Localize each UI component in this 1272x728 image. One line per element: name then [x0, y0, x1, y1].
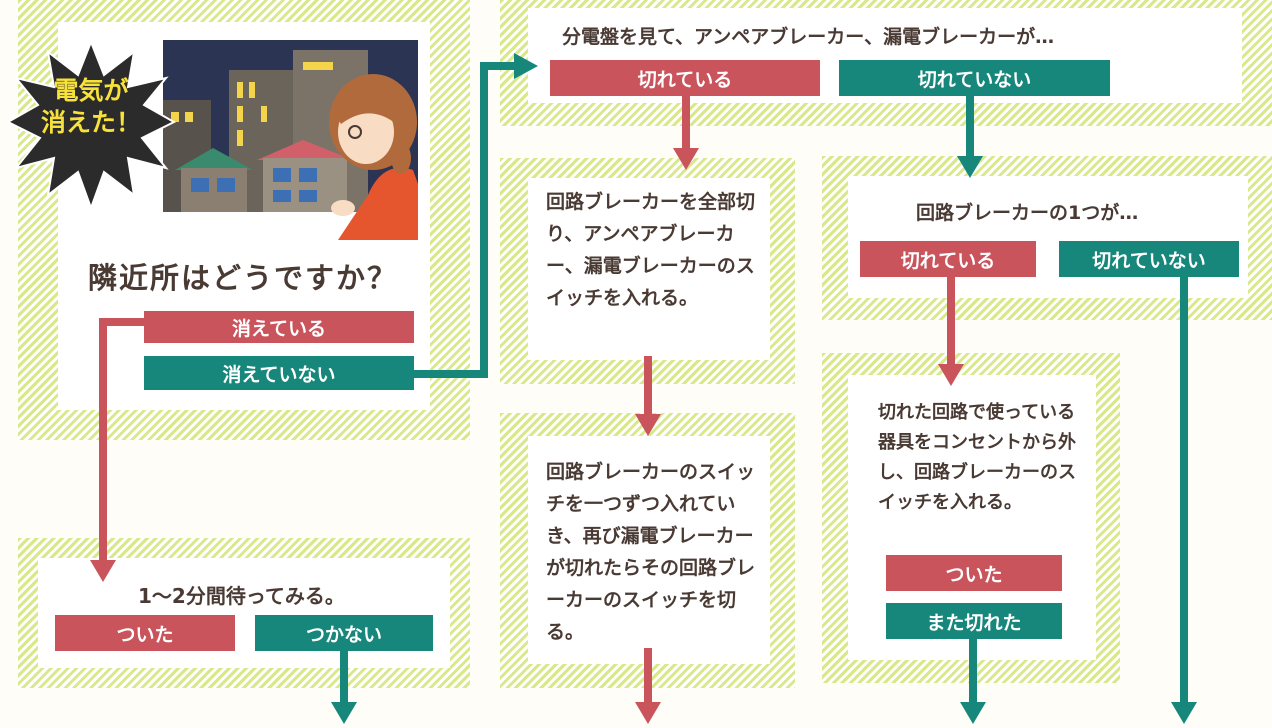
arrow-right-icon: [514, 53, 538, 79]
wait-option-on: ついた: [55, 615, 235, 651]
circuit-option-tripped: 切れている: [860, 241, 1036, 277]
wait-text: 1～2分間待ってみる。: [138, 584, 345, 608]
burst-text: 電気が 消えた！: [40, 76, 141, 137]
arrow-down-icon: [673, 148, 699, 170]
arrow-down-icon: [1171, 702, 1197, 724]
arrow-down-icon: [635, 414, 661, 436]
arrow-down-icon: [99, 318, 144, 566]
arrow-down-icon: [90, 560, 116, 582]
arrow-down-icon: [331, 702, 357, 724]
reset-panel-inner: [528, 178, 770, 360]
arrow-down-icon: [960, 702, 986, 724]
unplug-option-on: ついた: [886, 555, 1062, 591]
arrow-down-icon: [957, 156, 983, 178]
explosion-burst-icon: [6, 40, 176, 210]
arrow-down-icon: [635, 702, 661, 724]
start-option-no: 消えていない: [144, 356, 414, 390]
wait-option-off: つかない: [255, 615, 433, 651]
circuit-option-not-tripped: 切れていない: [1059, 241, 1239, 277]
unplug-text: 切れた回路で使っている器具をコンセントから外し、回路ブレーカーのスイッチを入れる…: [878, 402, 1076, 513]
night-town-illustration: [163, 40, 418, 240]
start-option-yes: 消えている: [144, 311, 414, 343]
reset-text: 回路ブレーカーを全部切り、アンペアブレーカー、漏電ブレーカーのスイッチを入れる。: [546, 191, 756, 309]
one-by-one-panel-inner: [528, 436, 770, 664]
arrow-right-icon: [414, 62, 518, 378]
woman-illustration: [329, 74, 418, 240]
main-text: 分電盤を見て、アンペアブレーカー、漏電ブレーカーが…: [562, 26, 1055, 48]
main-option-not-tripped: 切れていない: [839, 60, 1110, 96]
one-by-one-text: 回路ブレーカーのスイッチを一つずつ入れていき、再び漏電ブレーカーが切れたらその回…: [546, 461, 756, 643]
circuit-text: 回路ブレーカーの1つが…: [916, 202, 1139, 224]
unplug-option-tripped-again: また切れた: [886, 603, 1062, 639]
arrow-down-icon: [938, 364, 964, 386]
main-option-tripped: 切れている: [550, 60, 820, 96]
start-question: 隣近所はどうですか？: [88, 261, 399, 295]
